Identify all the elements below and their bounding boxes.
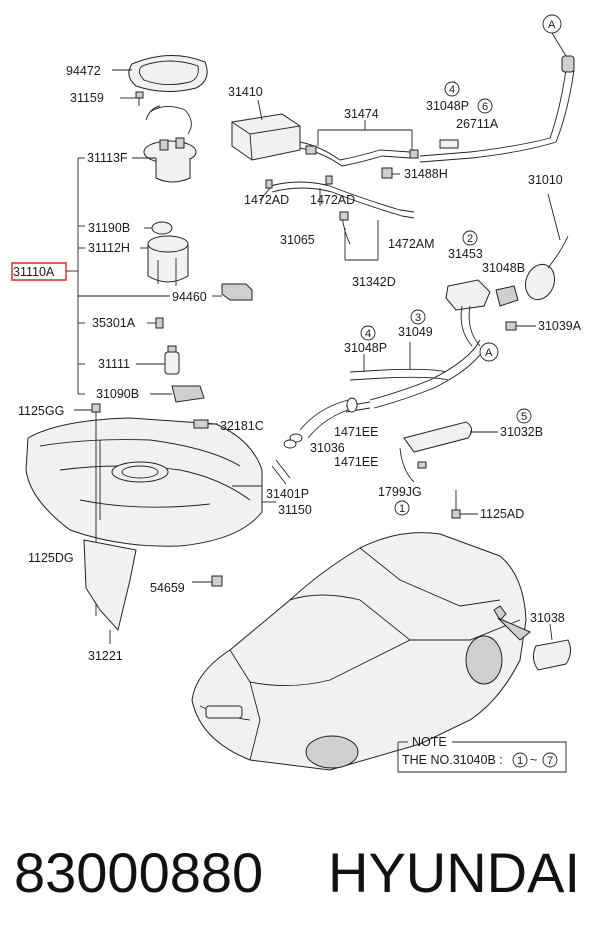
filter-cap-part: [144, 221, 173, 235]
lock-ring-part: [145, 105, 192, 135]
label-31048B: 31048B: [482, 261, 525, 275]
note-box: NOTE THE NO.31040B : 1 ~ 7: [397, 735, 567, 773]
label-31190B: 31190B: [88, 221, 130, 235]
marker-A-mid: A: [479, 342, 499, 362]
label-31039A: 31039A: [538, 319, 582, 333]
note-line: THE NO.31040B :: [402, 753, 503, 767]
svg-text:4: 4: [449, 84, 455, 96]
label-31150: 31150: [278, 503, 312, 517]
footer: 83000880 HYUNDAI: [0, 828, 600, 918]
label-31474: 31474: [344, 107, 379, 121]
highlight-box-31110A: [11, 262, 67, 281]
label-32181C: 32181C: [220, 419, 264, 433]
label-31110A: 31110A: [13, 265, 55, 279]
svg-text:5: 5: [521, 411, 527, 423]
label-31112H: 31112H: [88, 241, 130, 255]
label-31036: 31036: [310, 441, 345, 455]
marker-1: 1: [394, 500, 410, 516]
note-range-end: 7: [547, 755, 553, 767]
svg-text:A: A: [548, 19, 556, 31]
label-94460: 94460: [172, 290, 207, 304]
valve-part: [147, 317, 164, 329]
label-1472AM: 1472AM: [388, 237, 435, 251]
label-31048P-mid: 31048P: [344, 341, 387, 355]
sender-part: [212, 283, 253, 301]
label-1125AD: 1125AD: [480, 507, 524, 521]
bolt-part: [120, 91, 144, 106]
label-1471EE-top: 1471EE: [334, 425, 378, 439]
label-31048P-top: 31048P: [426, 99, 469, 113]
heat-shield-part: [83, 539, 137, 644]
clip-part: [381, 167, 400, 179]
drain-plug-part: [192, 575, 223, 587]
label-26711A: 26711A: [456, 117, 499, 131]
label-31159: 31159: [70, 91, 104, 105]
marker-2: 2: [462, 230, 478, 246]
label-94472: 94472: [66, 64, 101, 78]
marker-4-mid: 4: [360, 325, 376, 341]
fuel-tank-part: [25, 417, 276, 547]
filler-cap-part: [524, 193, 569, 301]
bracket-part: [399, 421, 498, 483]
label-31090B: 31090B: [96, 387, 139, 401]
label-54659: 54659: [150, 581, 185, 595]
filler-neck-part: [445, 279, 536, 347]
fuel-door-part: [532, 623, 572, 671]
label-35301A: 35301A: [92, 316, 136, 330]
svg-text:3: 3: [415, 312, 421, 324]
note-range-sep: ~: [530, 753, 537, 767]
pump-flange-part: [132, 137, 197, 183]
marker-4-top: 4: [444, 81, 460, 97]
connector-hose-part: [283, 397, 358, 449]
marker-A-top: A: [542, 14, 567, 57]
label-31488H: 31488H: [404, 167, 448, 181]
gasket-part: [112, 54, 208, 92]
marker-3: 3: [410, 309, 426, 325]
label-31342D: 31342D: [352, 275, 396, 289]
label-1125GG: 1125GG: [18, 404, 64, 418]
canister-part: [231, 99, 301, 161]
filler-tubes-part: [345, 339, 487, 413]
label-1472AD-right: 1472AD: [310, 193, 355, 207]
label-1472AD-left: 1472AD: [244, 193, 289, 207]
svg-text:2: 2: [467, 233, 473, 245]
label-31032B: 31032B: [500, 425, 543, 439]
fuel-lines-part: [259, 175, 415, 261]
label-31038: 31038: [530, 611, 565, 625]
svg-text:6: 6: [482, 101, 488, 113]
label-31049: 31049: [398, 325, 433, 339]
vent-hose-part: [419, 55, 575, 163]
part-number: 83000880: [14, 841, 264, 904]
tank-strap-part: [271, 459, 291, 485]
vapor-tubes-part: [299, 120, 419, 167]
label-31113F: 31113F: [87, 151, 128, 165]
brand-name: HYUNDAI: [328, 841, 581, 904]
car-illustration: [191, 532, 531, 771]
fuel-pump-bracket: [66, 157, 170, 395]
label-31410: 31410: [228, 85, 263, 99]
label-31221: 31221: [88, 649, 123, 663]
pump-motor-part: [136, 345, 180, 375]
label-31065: 31065: [280, 233, 315, 247]
label-31010: 31010: [528, 173, 563, 187]
marker-6-top: 6: [477, 98, 493, 114]
marker-5: 5: [516, 408, 532, 424]
label-31401P: 31401P: [266, 487, 309, 501]
strainer-part: [150, 385, 205, 403]
note-title: NOTE: [412, 735, 447, 749]
svg-text:A: A: [485, 347, 493, 359]
label-1799JG: 1799JG: [378, 485, 422, 499]
label-31111: 31111: [98, 357, 130, 371]
svg-text:1: 1: [399, 503, 405, 515]
sensor-part: [193, 419, 218, 429]
svg-text:4: 4: [365, 328, 371, 340]
note-range-start: 1: [517, 755, 523, 767]
label-1125DG: 1125DG: [28, 551, 74, 565]
parts-diagram: 94472 31159 31113F 31190B 31112H 31110A …: [11, 14, 582, 773]
label-31453: 31453: [448, 247, 483, 261]
label-1471EE-bottom: 1471EE: [334, 455, 378, 469]
pump-body-part: [140, 235, 189, 286]
